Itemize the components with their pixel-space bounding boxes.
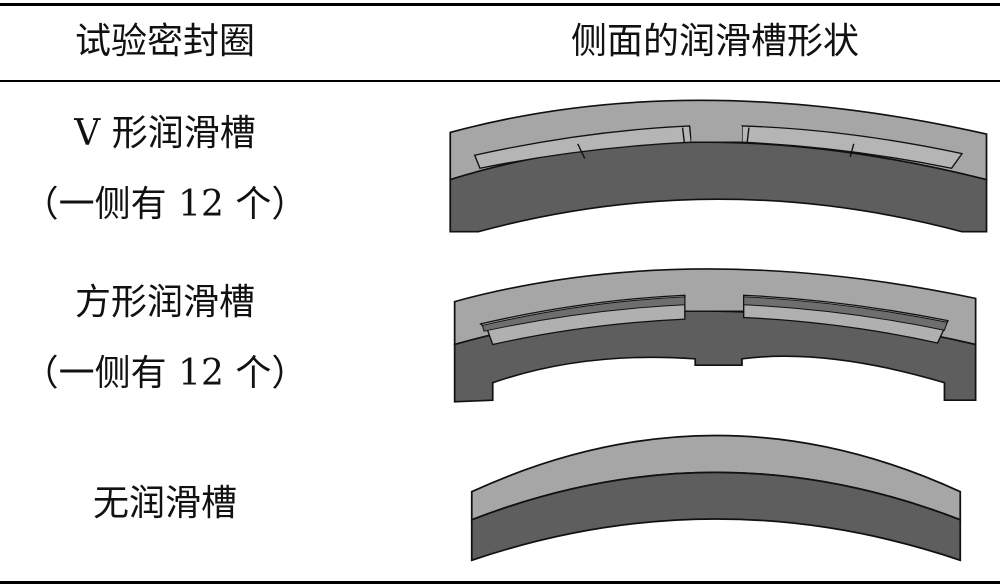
seal-inner-body xyxy=(470,471,962,562)
row-v-groove-count: （一侧有 12 个） xyxy=(22,184,308,225)
header-groove-shape: 侧面的润滑槽形状 xyxy=(570,21,859,62)
row-square-groove-label: 方形润滑槽 xyxy=(74,282,255,323)
bottom-rule xyxy=(0,581,1000,584)
v-groove-right xyxy=(741,125,964,169)
row-square-groove-count: （一侧有 12 个） xyxy=(22,353,308,394)
v-groove-seal-image xyxy=(449,99,988,233)
row-v-groove-label: V 形润滑槽 xyxy=(74,113,256,154)
header-rule xyxy=(0,80,1000,82)
row-no-groove-label: 无润滑槽 xyxy=(92,483,237,524)
square-groove-seal-image xyxy=(453,268,977,403)
no-groove-seal-image xyxy=(470,434,962,562)
header-test-seal: 试验密封圈 xyxy=(74,21,255,62)
top-rule xyxy=(0,3,1000,6)
